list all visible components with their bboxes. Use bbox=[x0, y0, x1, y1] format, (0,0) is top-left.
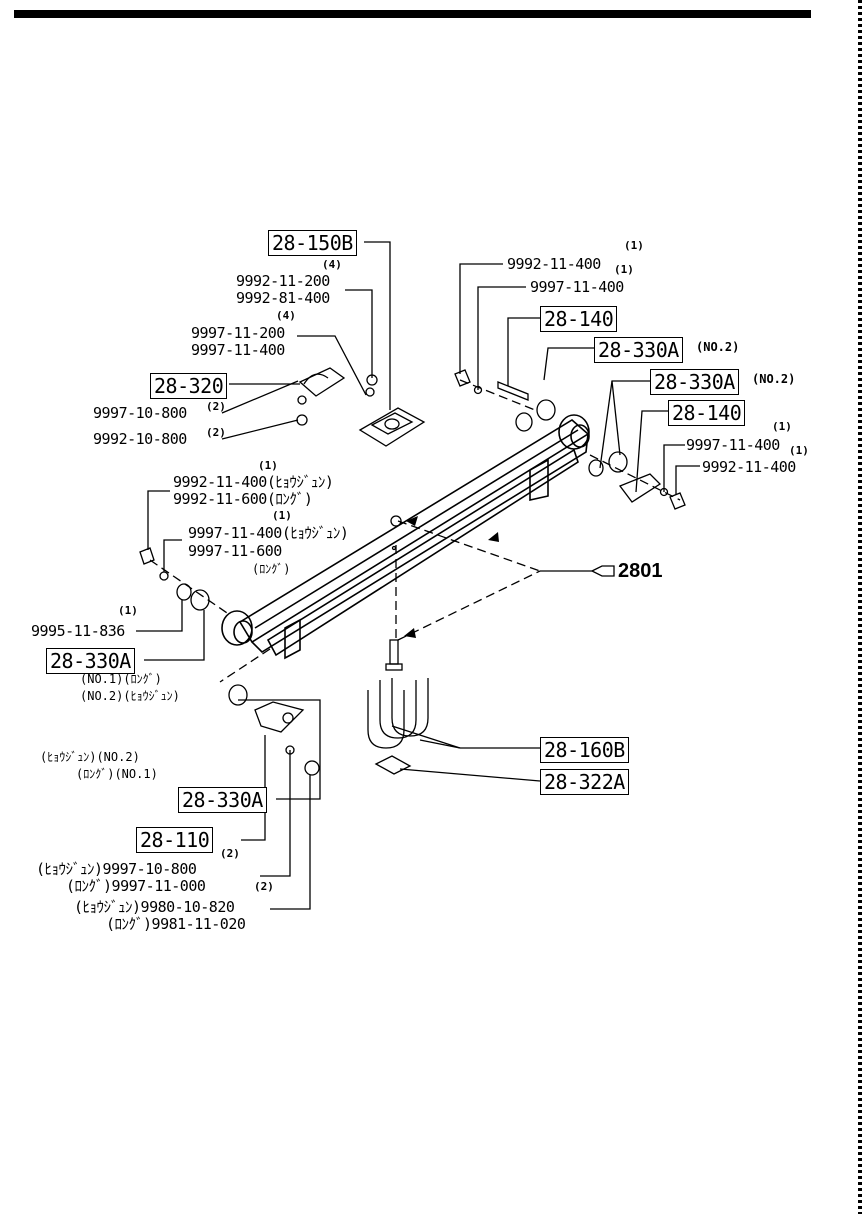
part-number: 9992-11-200 bbox=[236, 272, 330, 290]
part-box-28-330A-left[interactable]: 28-330A bbox=[46, 648, 135, 674]
part-number: (ﾋｮｳｼﾞｭﾝ)9980-10-820 bbox=[74, 898, 235, 916]
part-number: 9992-11-400(ﾋｮｳｼﾞｭﾝ) bbox=[173, 473, 334, 491]
part-box-28-330A-right[interactable]: 28-330A bbox=[650, 369, 739, 395]
position-note: (ﾋｮｳｼﾞｭﾝ)(NO.2) bbox=[40, 750, 140, 764]
leaf-spring bbox=[221, 414, 590, 660]
part-number: 9997-11-400 bbox=[686, 436, 780, 454]
part-number: 9992-11-600(ﾛﾝｸﾞ) bbox=[173, 490, 313, 508]
qty-label: (2) bbox=[206, 400, 226, 413]
position-note: (NO.2)(ﾋｮｳｼﾞｭﾝ) bbox=[80, 689, 180, 703]
part-number: 9995-11-836 bbox=[31, 622, 125, 640]
top-border-bar bbox=[14, 10, 811, 18]
qty-label: (2) bbox=[206, 426, 226, 439]
position-note: (NO.2) bbox=[696, 340, 740, 354]
part-box-28-330A-upper[interactable]: 28-330A bbox=[594, 337, 683, 363]
spring-seat-bracket bbox=[296, 367, 426, 447]
part-box-28-330A-bottom[interactable]: 28-330A bbox=[178, 787, 267, 813]
qty-label: (1) bbox=[789, 444, 809, 457]
position-note: (ﾛﾝｸﾞ)(NO.1) bbox=[76, 767, 158, 781]
position-note: (NO.1)(ﾛﾝｸﾞ) bbox=[80, 672, 162, 686]
position-note: (NO.2) bbox=[752, 372, 796, 386]
front-shackle-hardware bbox=[139, 515, 402, 776]
qty-label: (2) bbox=[254, 880, 274, 893]
part-number: (ﾛﾝｸﾞ)9981-11-020 bbox=[106, 915, 246, 933]
qty-label: (1) bbox=[772, 420, 792, 433]
qty-label: (1) bbox=[624, 239, 644, 252]
part-box-28-150B[interactable]: 28-150B bbox=[268, 230, 357, 256]
part-number: 9997-11-400 bbox=[191, 341, 285, 359]
part-number: 9992-10-800 bbox=[93, 430, 187, 448]
part-box-28-322A[interactable]: 28-322A bbox=[540, 769, 629, 795]
part-box-28-140-right[interactable]: 28-140 bbox=[668, 400, 746, 426]
qty-label: (1) bbox=[258, 459, 278, 472]
part-number: 9992-11-400 bbox=[507, 255, 601, 273]
part-box-28-160B[interactable]: 28-160B bbox=[540, 737, 629, 763]
part-number: (ﾛﾝｸﾞ)9997-11-000 bbox=[66, 877, 206, 895]
part-box-28-320[interactable]: 28-320 bbox=[150, 373, 228, 399]
part-number: 9997-11-400(ﾋｮｳｼﾞｭﾝ) bbox=[188, 524, 349, 542]
u-bolt-assembly bbox=[367, 639, 429, 775]
rear-shackle-hardware bbox=[454, 369, 686, 510]
qty-label: (4) bbox=[276, 309, 296, 322]
part-number: 9997-11-200 bbox=[191, 324, 285, 342]
part-number: 9992-11-400 bbox=[702, 458, 796, 476]
qty-label: (2) bbox=[220, 847, 240, 860]
part-number: 9997-11-400 bbox=[530, 278, 624, 296]
part-box-28-110[interactable]: 28-110 bbox=[136, 827, 214, 853]
section-ref-2801[interactable]: 2801 bbox=[618, 560, 663, 582]
leader-lines bbox=[136, 241, 700, 910]
page-edge bbox=[858, 0, 862, 1214]
variant-note: (ﾛﾝｸﾞ) bbox=[252, 562, 291, 576]
qty-label: (1) bbox=[118, 604, 138, 617]
part-box-28-140-upper[interactable]: 28-140 bbox=[540, 306, 618, 332]
part-number: 9997-10-800 bbox=[93, 404, 187, 422]
qty-label: (4) bbox=[322, 258, 342, 271]
qty-label: (1) bbox=[272, 509, 292, 522]
part-number: (ﾋｮｳｼﾞｭﾝ)9997-10-800 bbox=[36, 860, 197, 878]
ref-arrow bbox=[590, 565, 615, 577]
part-number: 9997-11-600 bbox=[188, 542, 282, 560]
qty-label: (1) bbox=[614, 263, 634, 276]
part-number: 9992-81-400 bbox=[236, 289, 330, 307]
